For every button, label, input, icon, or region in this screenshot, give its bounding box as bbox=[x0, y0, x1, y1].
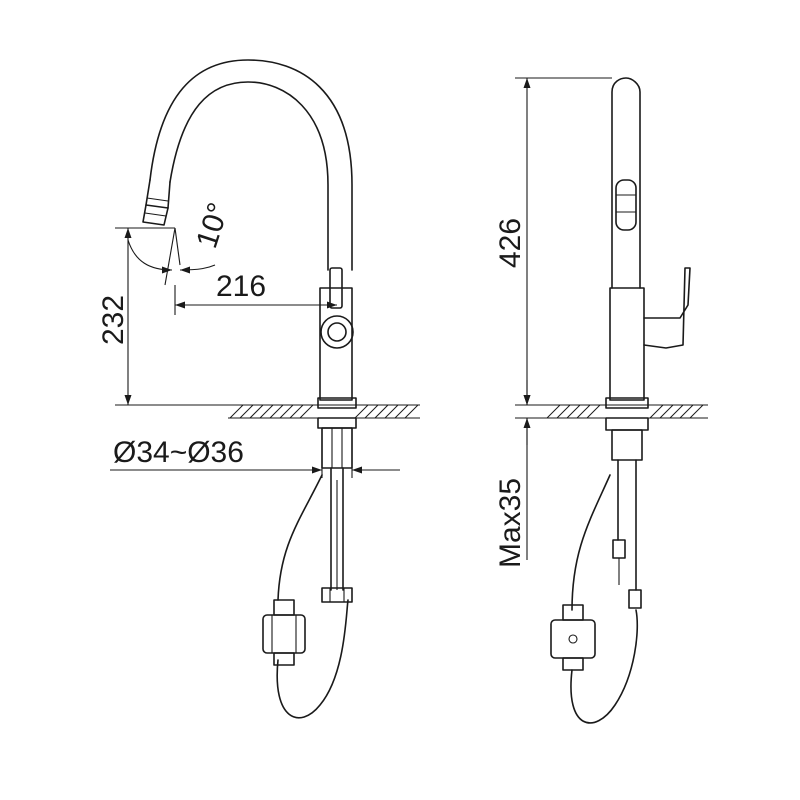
side-view: 426 Max35 bbox=[494, 77, 708, 724]
faucet-body-front bbox=[317, 267, 357, 409]
hole-diameter-label: Ø34~Ø36 bbox=[113, 436, 244, 469]
max-thickness-label: Max35 bbox=[494, 478, 527, 568]
mounting-hardware-side bbox=[605, 417, 649, 609]
reach-label: 216 bbox=[216, 270, 266, 303]
spout-gooseneck bbox=[142, 59, 353, 271]
pull-out-hose-front bbox=[262, 474, 349, 719]
pull-out-hose-side bbox=[550, 474, 639, 724]
faucet-body-side bbox=[605, 77, 691, 409]
max-thickness-dimension: Max35 bbox=[494, 380, 545, 568]
hole-diameter-dimension: Ø34~Ø36 bbox=[110, 428, 400, 478]
countertop-side bbox=[545, 404, 708, 419]
reach-dimension: 216 bbox=[174, 270, 337, 315]
front-view: 10° 216 232 Ø34~Ø36 bbox=[97, 59, 420, 719]
angle-label: 10° bbox=[190, 199, 235, 252]
total-height-dimension: 426 bbox=[494, 77, 612, 406]
total-height-label: 426 bbox=[494, 218, 527, 268]
mounting-hardware-front bbox=[317, 417, 357, 603]
height-label: 232 bbox=[97, 295, 130, 345]
height-dimension: 232 bbox=[97, 228, 228, 406]
countertop-front bbox=[228, 404, 420, 419]
